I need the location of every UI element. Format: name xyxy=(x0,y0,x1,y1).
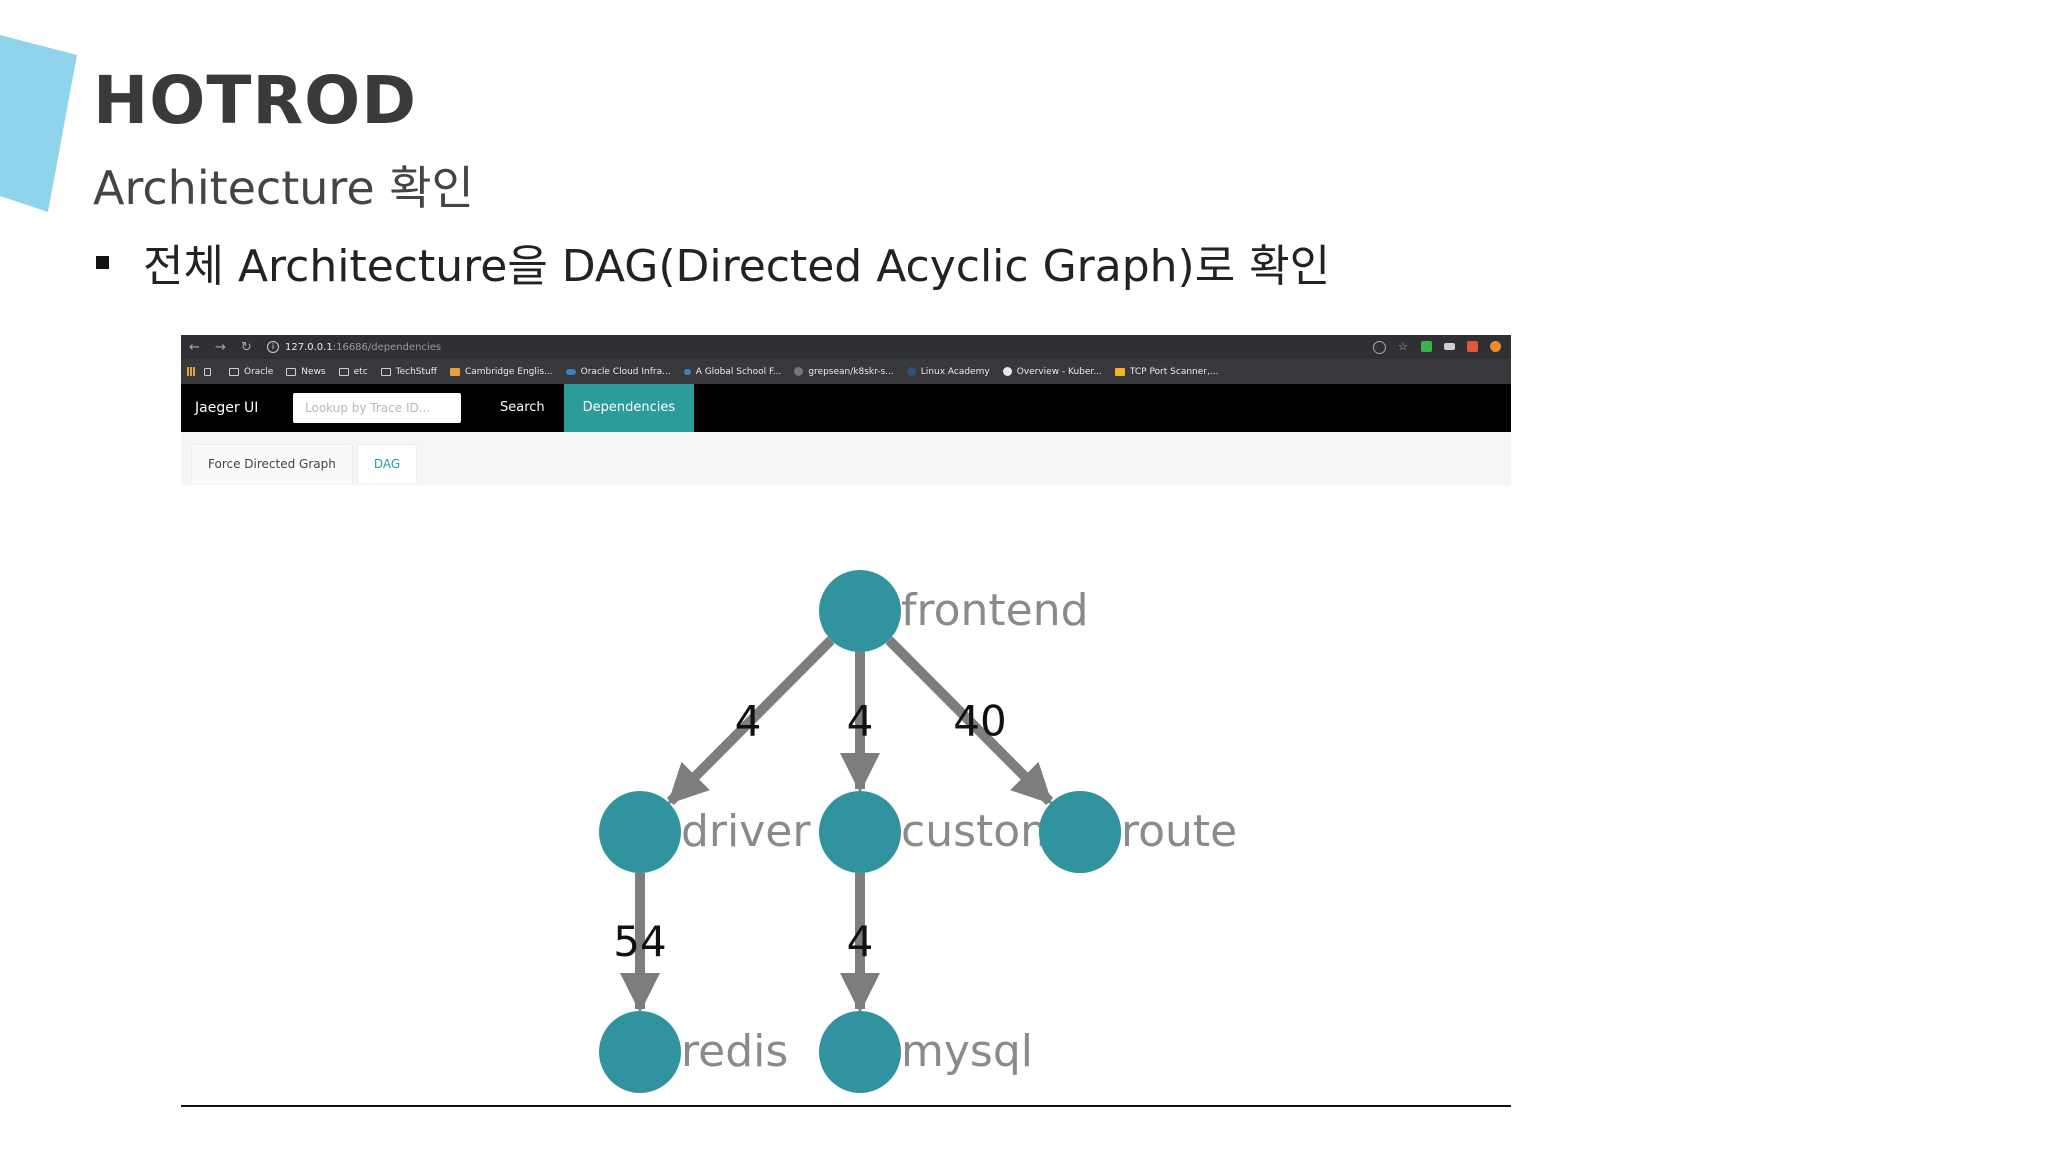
node-route-overlay xyxy=(1039,791,1121,873)
reading-list-icon[interactable] xyxy=(204,367,216,376)
info-icon[interactable]: i xyxy=(267,341,279,353)
bookmark-global-school[interactable]: A Global School F... xyxy=(683,367,781,377)
node-label-driver: driver xyxy=(681,806,811,857)
star-icon[interactable]: ☆ xyxy=(1398,340,1408,353)
tab-force-directed-graph[interactable]: Force Directed Graph xyxy=(191,444,353,483)
edge-label-customer-mysql: 4 xyxy=(847,917,874,966)
address-bar[interactable]: i 127.0.0.1:16686/dependencies xyxy=(267,341,441,353)
bookmark-oracle-cloud[interactable]: Oracle Cloud Infra... xyxy=(565,367,671,377)
jaeger-brand[interactable]: Jaeger UI xyxy=(195,400,259,416)
view-tabs: Force Directed Graph DAG xyxy=(181,432,1511,485)
jaeger-top-nav: Jaeger UI Search Dependencies xyxy=(181,384,1511,432)
back-arrow-icon[interactable]: ← xyxy=(189,339,200,355)
node-driver[interactable] xyxy=(599,791,681,873)
bookmarks-bar: Oracle News etc TechStuff Cambridge Engl… xyxy=(181,359,1511,384)
profile-icon[interactable] xyxy=(1490,341,1501,352)
bookmark-etc[interactable]: etc xyxy=(338,367,368,377)
edge-label-frontend-route: 40 xyxy=(953,697,1006,746)
bullet-square-icon xyxy=(96,255,109,269)
browser-toolbar: ← → ↻ i 127.0.0.1:16686/dependencies ☆ xyxy=(181,335,1511,359)
forward-arrow-icon[interactable]: → xyxy=(215,339,226,355)
bookmark-kubernetes[interactable]: Overview - Kuber... xyxy=(1002,367,1102,377)
edge-frontend-route xyxy=(885,636,1054,806)
zoom-icon[interactable] xyxy=(1373,341,1386,354)
node-redis[interactable] xyxy=(599,1011,681,1093)
apps-grid-icon[interactable] xyxy=(187,367,196,376)
kubernetes-icon xyxy=(1002,367,1012,376)
extension-icons: ☆ xyxy=(1373,341,1501,354)
node-mysql[interactable] xyxy=(819,1011,901,1093)
node-frontend[interactable] xyxy=(819,570,901,652)
bookmark-linux-academy[interactable]: Linux Academy xyxy=(906,367,990,377)
folder-icon xyxy=(380,367,391,376)
bullet-item: 전체 Architecture을 DAG(Directed Acyclic Gr… xyxy=(93,230,1330,294)
cloud-icon xyxy=(565,368,576,375)
bookmark-ext-icon[interactable] xyxy=(1467,341,1478,352)
dag-graph: 4 4 40 54 4 frontend driver custom route redis mys… xyxy=(599,570,1237,1093)
bookmark-oracle[interactable]: Oracle xyxy=(229,367,273,377)
edge-label-frontend-customer: 4 xyxy=(847,697,874,746)
node-label-redis: redis xyxy=(681,1026,788,1077)
nav-search[interactable]: Search xyxy=(500,400,545,415)
nav-dependencies[interactable]: Dependencies xyxy=(563,384,695,432)
cambridge-icon xyxy=(449,367,460,376)
slide-title: HOTROD xyxy=(93,62,418,139)
url-host: 127.0.0.1 xyxy=(285,341,333,353)
github-icon xyxy=(794,367,804,376)
bookmark-tcp-scanner[interactable]: TCP Port Scanner,... xyxy=(1114,367,1218,377)
evernote-icon[interactable] xyxy=(1421,341,1432,352)
jaeger-screenshot: ← → ↻ i 127.0.0.1:16686/dependencies ☆ O… xyxy=(181,335,1511,1108)
node-label-frontend: frontend xyxy=(901,585,1089,636)
node-label-mysql: mysql xyxy=(901,1026,1033,1077)
node-customer[interactable] xyxy=(819,791,901,873)
linux-academy-icon xyxy=(906,367,916,376)
extension-icon[interactable] xyxy=(1444,343,1455,350)
bookmark-techstuff[interactable]: TechStuff xyxy=(380,367,437,377)
bookmark-grepsean[interactable]: grepsean/k8skr-s... xyxy=(794,367,894,377)
bullet-text: 전체 Architecture을 DAG(Directed Acyclic Gr… xyxy=(143,241,1331,292)
bookmark-news[interactable]: News xyxy=(286,367,326,377)
divider-line xyxy=(181,1105,1511,1107)
folder-icon xyxy=(229,367,239,376)
node-label-route: route xyxy=(1121,806,1237,857)
edge-label-driver-redis: 54 xyxy=(613,917,666,966)
bookmark-cambridge[interactable]: Cambridge Englis... xyxy=(449,367,553,377)
port-scanner-icon xyxy=(1114,367,1125,376)
reload-icon[interactable]: ↻ xyxy=(241,339,252,355)
tab-dag[interactable]: DAG xyxy=(356,444,418,483)
folder-icon xyxy=(338,367,349,376)
edge-frontend-driver xyxy=(666,636,835,806)
slide-subtitle: Architecture 확인 xyxy=(93,161,474,215)
node-label-customer: custom xyxy=(901,806,1063,857)
school-icon xyxy=(683,368,691,375)
url-path: :16686/dependencies xyxy=(332,341,442,353)
decorative-accent-shape xyxy=(0,35,77,212)
trace-id-search-input[interactable] xyxy=(293,393,461,423)
edge-label-frontend-driver: 4 xyxy=(735,697,762,746)
folder-icon xyxy=(286,367,297,376)
